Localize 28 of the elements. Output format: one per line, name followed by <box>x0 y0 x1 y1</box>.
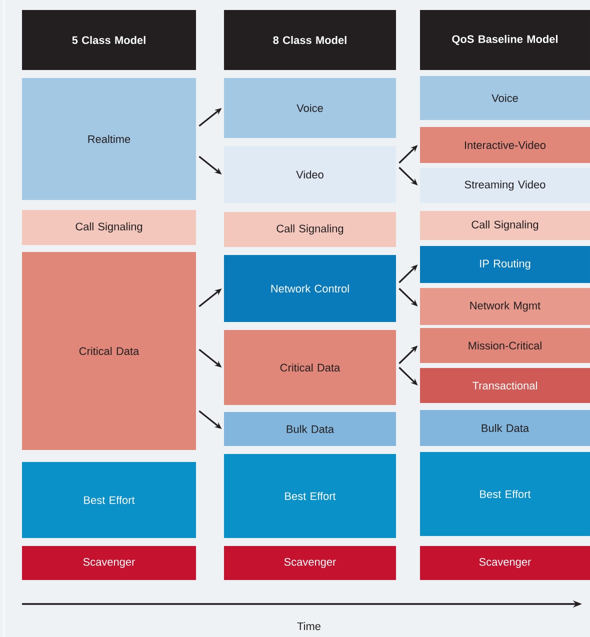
class-box: Network Mgmt <box>420 288 590 325</box>
class-box: Network Control <box>224 255 396 322</box>
class-box: Call Signaling <box>22 210 196 245</box>
class-box: Interactive-Video <box>420 127 590 163</box>
column-header: QoS Baseline Model <box>420 10 590 70</box>
class-box: Best Effort <box>420 452 590 536</box>
class-box: Scavenger <box>224 546 396 580</box>
class-box: Transactional <box>420 368 590 403</box>
class-box: Voice <box>224 78 396 138</box>
class-box: Bulk Data <box>224 412 396 446</box>
column-header: 8 Class Model <box>224 10 396 70</box>
class-box: Realtime <box>22 78 196 200</box>
class-box: Streaming Video <box>420 168 590 203</box>
class-box: Bulk Data <box>420 410 590 446</box>
class-box: Voice <box>420 76 590 120</box>
class-box: Best Effort <box>224 454 396 538</box>
class-box: IP Routing <box>420 246 590 283</box>
axis-label: Time <box>297 622 320 630</box>
class-box: Critical Data <box>22 252 196 450</box>
class-box: Call Signaling <box>224 212 396 247</box>
class-box: Scavenger <box>420 546 590 580</box>
column-header: 5 Class Model <box>22 10 196 70</box>
class-box: Mission-Critical <box>420 328 590 363</box>
class-box: Best Effort <box>22 462 196 538</box>
class-box: Call Signaling <box>420 211 590 240</box>
class-box: Scavenger <box>22 546 196 580</box>
class-box: Critical Data <box>224 330 396 405</box>
class-box: Video <box>224 146 396 203</box>
